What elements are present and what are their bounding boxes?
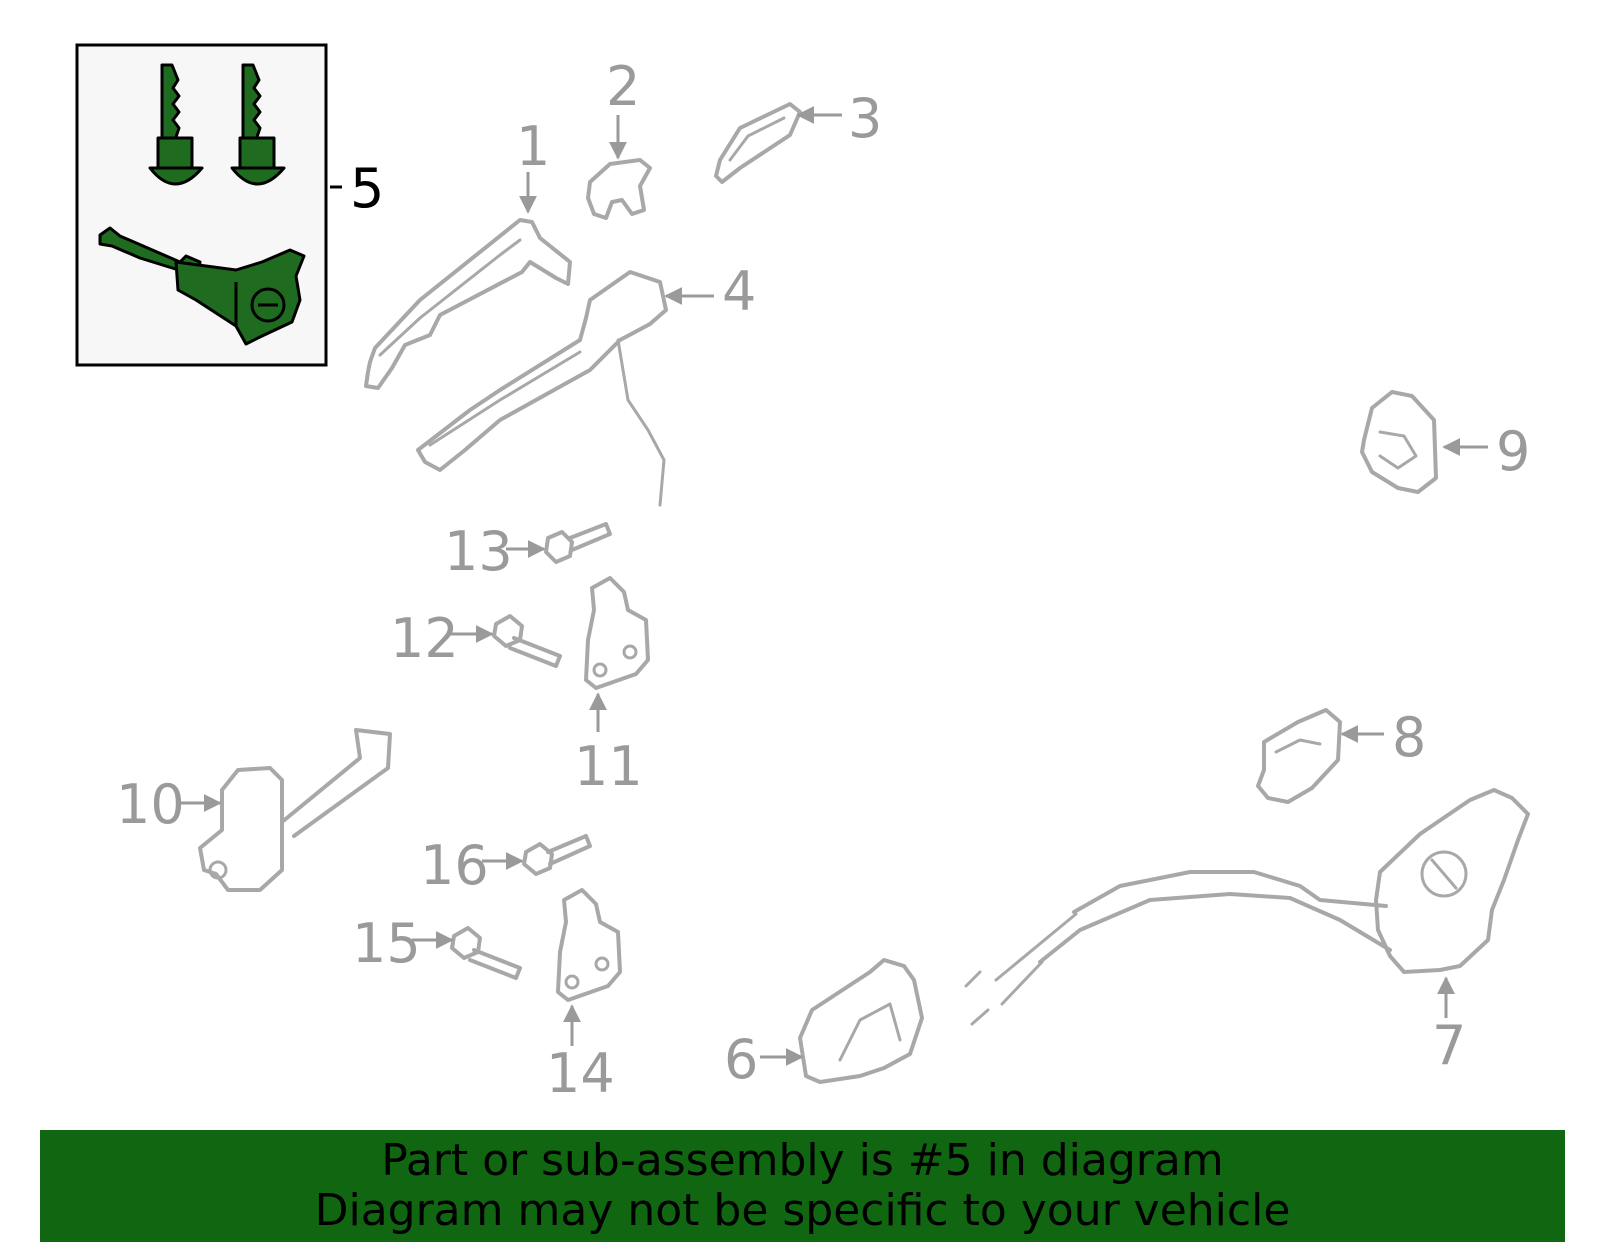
part-8-clip[interactable] (1256, 708, 1342, 804)
key-2-icon (230, 63, 286, 186)
callout-13: 13 (444, 520, 513, 583)
callout-14: 14 (546, 1042, 615, 1105)
part-9-striker[interactable] (1360, 390, 1438, 494)
part-11-hinge[interactable] (584, 576, 650, 690)
callout-4: 4 (722, 260, 756, 323)
parts-diagram: 5 1 2 3 4 9 13 12 (75, 43, 1530, 1105)
banner-line-1: Part or sub-assembly is #5 in diagram (381, 1135, 1224, 1186)
callout-3: 3 (848, 87, 882, 150)
callout-1: 1 (516, 115, 550, 178)
info-banner: Part or sub-assembly is #5 in diagram Di… (40, 1130, 1565, 1242)
callout-8: 8 (1392, 706, 1426, 769)
callout-12: 12 (390, 607, 459, 670)
callout-10: 10 (116, 773, 185, 836)
callout-16: 16 (420, 834, 489, 897)
callout-2: 2 (606, 55, 640, 118)
part-13-bolt[interactable] (544, 522, 612, 564)
lock-cylinder-icon (98, 226, 306, 346)
callout-7: 7 (1432, 1014, 1466, 1077)
part-10-door-check[interactable] (198, 728, 392, 892)
callout-6: 6 (724, 1028, 758, 1091)
callout-11: 11 (574, 735, 643, 798)
part-14-hinge[interactable] (556, 888, 622, 1002)
part-2-handle-cap[interactable] (586, 158, 652, 220)
part-16-bolt[interactable] (522, 834, 592, 876)
part-6-lock-cover[interactable] (798, 958, 924, 1084)
part-5-lock-cylinder-keys[interactable] (75, 43, 328, 367)
part-4-handle-frame[interactable] (416, 270, 668, 507)
part-15-bolt[interactable] (450, 926, 522, 980)
part-1-outer-handle[interactable] (364, 218, 572, 390)
part-3-gasket[interactable] (714, 102, 802, 184)
callout-15: 15 (352, 912, 421, 975)
banner-line-2: Diagram may not be specific to your vehi… (314, 1185, 1291, 1236)
part-12-bolt[interactable] (492, 614, 562, 668)
callout-9: 9 (1496, 420, 1530, 483)
callout-5: 5 (350, 157, 384, 220)
key-1-icon (148, 63, 204, 186)
part-7-door-latch[interactable] (964, 788, 1530, 1026)
